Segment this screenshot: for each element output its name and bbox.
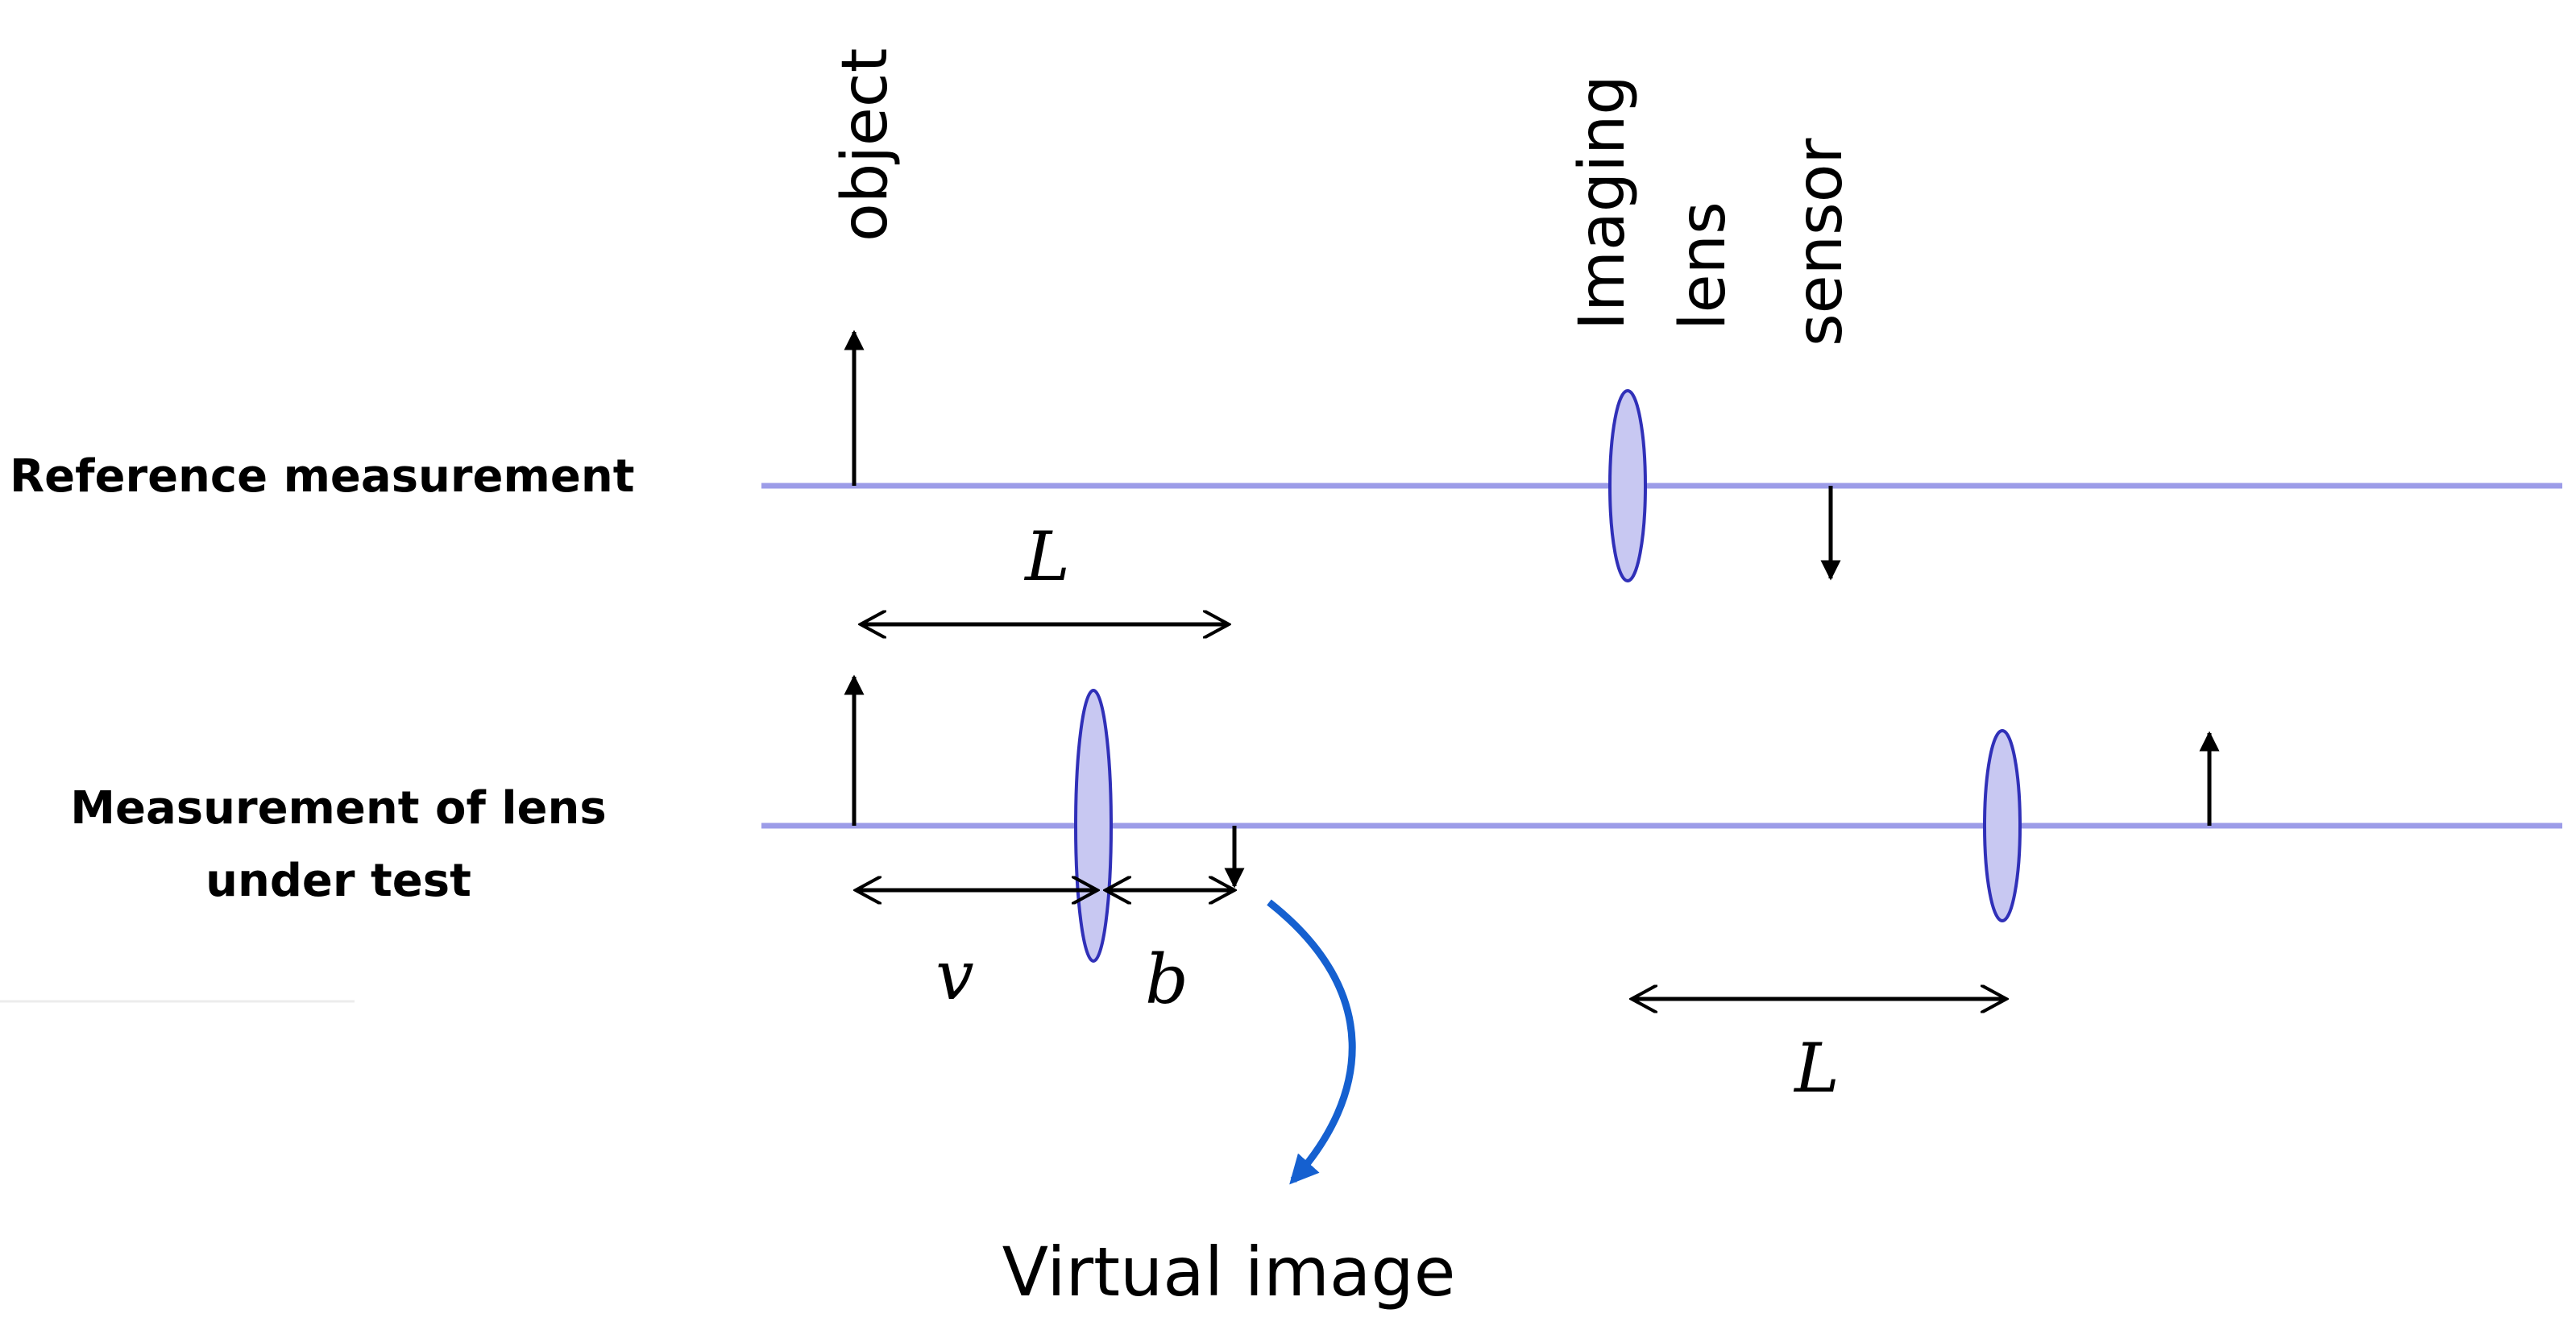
imaging-lens-reference	[1608, 389, 1647, 582]
object-label: object	[829, 48, 902, 242]
lens-under-test	[1074, 689, 1113, 963]
distance-v-label: v	[935, 936, 973, 1015]
distance-L-top-label: L	[1023, 517, 1070, 596]
virtual-image-pointer-arrow	[1267, 899, 1356, 1185]
reference-measurement-label: Reference measurement	[10, 450, 634, 503]
lens-under-test-label-line2: under test	[205, 855, 471, 907]
sensor-label: sensor	[1784, 138, 1856, 346]
imaging-lens-label-line1: Imaging	[1566, 75, 1639, 330]
virtual-image-label: Virtual image	[1002, 1233, 1456, 1311]
distance-b-label: b	[1145, 940, 1188, 1019]
lens-under-test-label-line1: Measurement of lens	[70, 782, 606, 835]
imaging-lens-test	[1983, 729, 2022, 922]
imaging-lens-label-line2: lens	[1667, 201, 1740, 330]
distance-L-bottom-label: L	[1793, 1029, 1840, 1108]
